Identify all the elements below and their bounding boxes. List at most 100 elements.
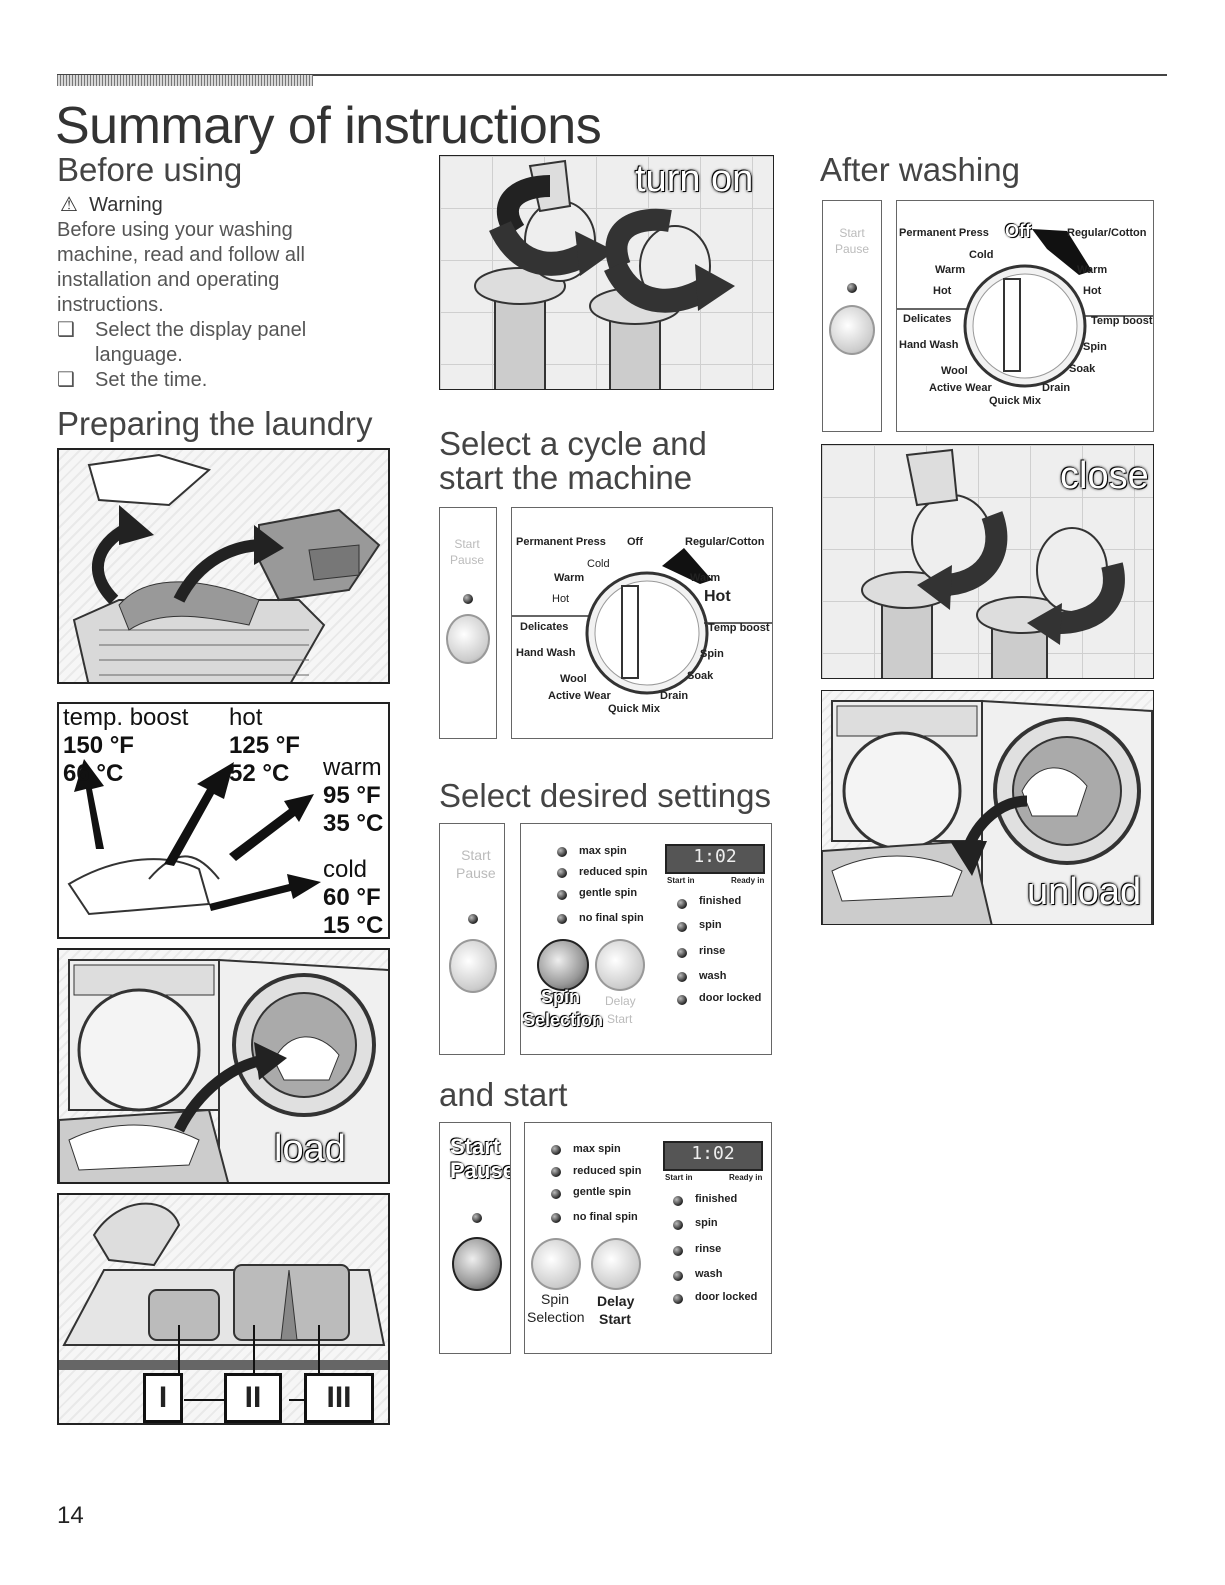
dial-warm[interactable]: Warm [935,264,966,276]
dial-active-wear[interactable]: Active Wear [548,690,611,702]
dial-regular-cotton[interactable]: Regular/Cotton [1067,227,1147,239]
dial-spin[interactable]: Spin [1083,341,1107,353]
warning-text-line: machine, read and follow all [57,244,305,266]
start-indicator-light [463,594,473,604]
detergent-drawer-illustration: I II III [57,1193,390,1425]
unload-drawing [822,699,1153,924]
spin-option-gentle: gentle spin [579,887,638,899]
select-cycle-heading-line: Select a cycle and [439,425,707,462]
dial-delicates[interactable]: Delicates [520,621,569,633]
select-settings-heading: Select desired settings [439,777,772,814]
warm-f: 95 °F [323,782,381,809]
spin-option-reduced: reduced spin [573,1165,642,1177]
status-light [673,1196,683,1206]
warm-c: 35 °C [323,810,384,837]
selection-label: Selection [527,1309,585,1325]
dial-soak[interactable]: Soak [1069,363,1096,375]
checklist: ❑ Select the display panel language. ❑ S… [57,318,377,393]
checkbox-icon: ❑ [57,369,75,391]
close-illustration: close [821,444,1154,679]
temp-boost-f: 150 °F [63,732,134,759]
dial-warm-right[interactable]: Warm [690,572,721,584]
checklist-text: Set the time. [95,369,208,391]
dial-regular-cotton[interactable]: Regular/Cotton [685,536,765,548]
status-light [677,922,687,932]
unload-label: unload [1027,871,1142,913]
start-in-label: Start in [665,1173,693,1182]
select-cycle-heading: Select a cycle and start the machine [439,427,707,495]
warning-line: ⚠ Warning [60,192,163,217]
dial-wool[interactable]: Wool [941,365,968,377]
compartment-tag-3: III [304,1373,374,1423]
spin-option-none: no final spin [573,1211,638,1223]
dial-permanent-press[interactable]: Permanent Press [516,536,606,548]
spin-selection-button[interactable] [537,939,589,991]
spin-option-reduced: reduced spin [579,866,648,878]
start-pause-button[interactable] [829,305,875,355]
dial-spin[interactable]: Spin [700,648,724,660]
dial-warm[interactable]: Warm [554,572,585,584]
dial-drain[interactable]: Drain [660,690,689,702]
status-door-locked: door locked [699,992,762,1004]
delay-start-button[interactable] [591,1238,641,1290]
turn-on-drawing [474,159,735,389]
dial-quick-mix[interactable]: Quick Mix [608,703,660,715]
spin-option-max: max spin [573,1143,621,1155]
cold-c: 15 °C [323,912,384,939]
dial-hot[interactable]: Hot [933,285,952,297]
select-cycle-heading-line: start the machine [439,459,693,496]
and-start-heading: and start [439,1076,568,1113]
dial-temp-boost[interactable]: Temp boost [1091,315,1153,327]
start-label: Start [461,847,491,863]
dial-soak[interactable]: Soak [687,670,714,682]
dial-cold[interactable]: Cold [969,249,994,261]
page-title: Summary of instructions [55,97,602,155]
start-pause-button[interactable] [449,939,497,993]
spin-label: Spin [541,1291,570,1307]
delay-start-label: Start [599,1311,631,1327]
start-in-label: Start in [667,876,695,885]
spin-option-light [557,890,567,900]
warning-label: Warning [89,194,163,216]
compartment-tag-2: II [224,1373,282,1423]
dial-hot[interactable]: Hot [552,593,570,605]
top-rule [57,74,1167,76]
spin-option-light [557,847,567,857]
start-pause-button[interactable] [446,614,490,664]
start-pause-button[interactable] [452,1237,502,1291]
dial-cold[interactable]: Cold [587,558,610,570]
cold-label: cold [323,856,368,883]
start-pause-panel-4: Start Pause [822,200,882,432]
dial-hot-right[interactable]: Hot [1083,285,1102,297]
warning-text-line: Before using your washing [57,219,293,241]
spin-option-light [557,914,567,924]
spin-option-none: no final spin [579,912,644,924]
settings-panel-2: max spin reduced spin gentle spin no fin… [524,1122,772,1354]
dial-warm-right[interactable]: Warm [1077,264,1108,276]
warning-text: Before using your washing machine, read … [57,218,357,318]
before-using-heading: Before using [57,151,243,188]
dial-active-wear[interactable]: Active Wear [929,382,992,394]
checklist-item: ❑ Set the time. [57,368,377,393]
dial-hand-wash[interactable]: Hand Wash [899,339,959,351]
spin-selection-button[interactable] [531,1238,581,1290]
dial-hot-right[interactable]: Hot [704,588,731,605]
dial-off[interactable]: Off [627,536,643,548]
compartment-tag-1: I [143,1373,183,1423]
dial-delicates[interactable]: Delicates [903,313,952,325]
dial-quick-mix[interactable]: Quick Mix [989,395,1041,407]
dial-off-selected[interactable]: Off [1005,221,1031,241]
after-washing-heading: After washing [820,151,1020,188]
status-light [677,899,687,909]
delay-start-button[interactable] [595,939,645,991]
dial-drain[interactable]: Drain [1042,382,1071,394]
spin-option-light [551,1213,561,1223]
cycle-dial-panel-off: Permanent Press Off Regular/Cotton Cold … [896,200,1154,432]
warm-label: warm [323,754,382,781]
dial-wool[interactable]: Wool [560,673,587,685]
dial-permanent-press[interactable]: Permanent Press [899,227,989,239]
dial-hand-wash[interactable]: Hand Wash [516,647,576,659]
dial-temp-boost[interactable]: Temp boost [708,622,770,634]
start-label: Start [454,537,480,551]
cycle-dial-drawing [512,548,772,695]
